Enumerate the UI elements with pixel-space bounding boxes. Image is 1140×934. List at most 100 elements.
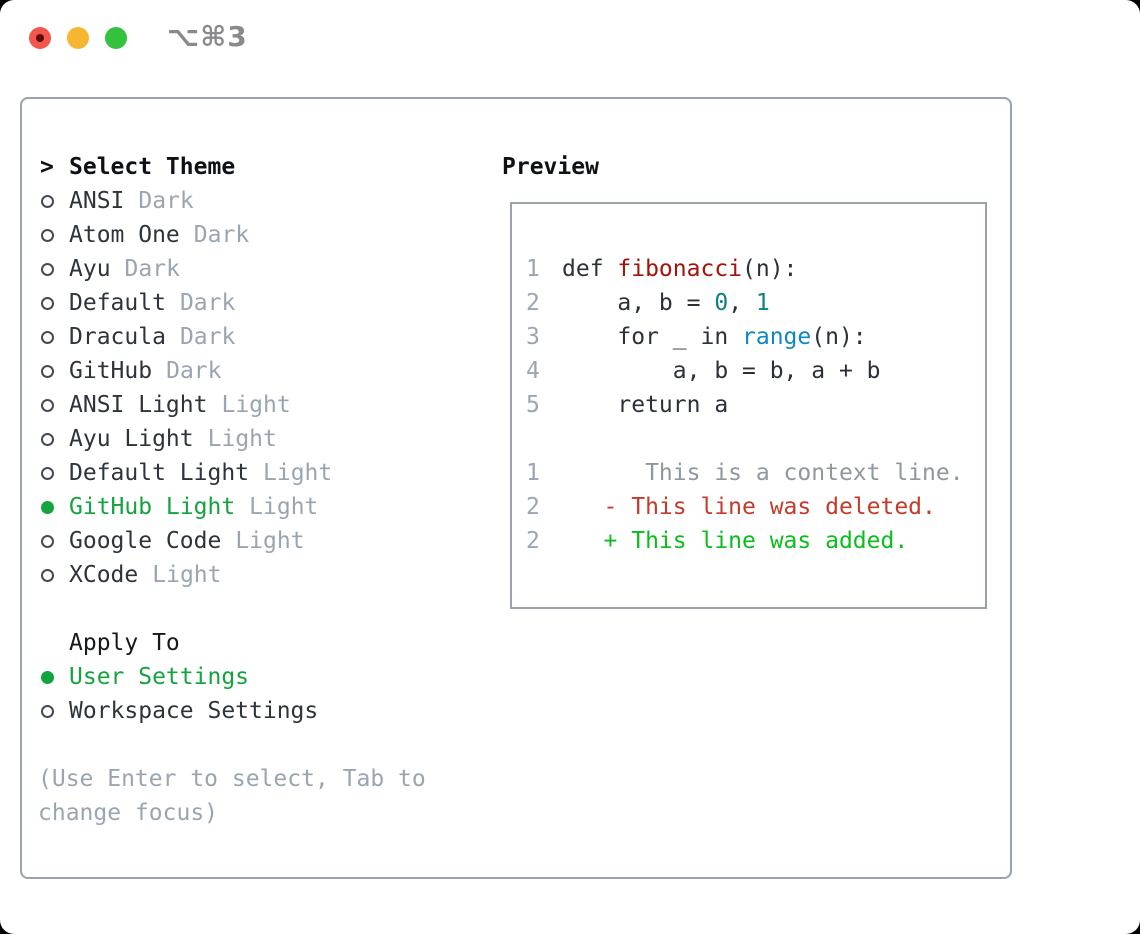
radio-icon — [38, 388, 69, 422]
code-line: 3 for _ in range(n): — [526, 320, 985, 354]
radio-icon — [38, 456, 69, 490]
radio-icon — [38, 184, 69, 218]
theme-variant: Light — [207, 426, 277, 452]
theme-name: Dracula — [69, 324, 166, 350]
line-number: 1 — [526, 256, 540, 282]
theme-variant: Dark — [179, 290, 236, 316]
line-number: 5 — [526, 392, 540, 418]
radio-icon — [38, 524, 69, 558]
theme-name: ANSI Light — [69, 392, 208, 418]
close-button[interactable] — [29, 27, 51, 49]
radio-icon — [38, 694, 69, 728]
spacer — [38, 728, 488, 762]
theme-variant: Light — [152, 562, 222, 588]
code-line — [526, 422, 985, 456]
theme-name: Default Light — [69, 460, 250, 486]
theme-option[interactable]: GitHub Light Light — [38, 490, 488, 524]
radio-icon — [38, 354, 69, 388]
apply-to-option[interactable]: Workspace Settings — [38, 694, 488, 728]
code-line: 5 return a — [526, 388, 985, 422]
radio-icon — [38, 218, 69, 252]
theme-name: GitHub Light — [69, 494, 236, 520]
code-token: 0 — [714, 290, 729, 316]
select-theme-title: Select Theme — [69, 154, 236, 180]
theme-option[interactable]: Default Dark — [38, 286, 488, 320]
radio-icon — [38, 558, 69, 592]
line-number: 4 — [526, 358, 540, 384]
spacer — [38, 592, 488, 626]
theme-option[interactable]: Default Light Light — [38, 456, 488, 490]
code-token: def — [562, 256, 618, 282]
help-text-line-1: (Use Enter to select, Tab to — [38, 766, 426, 792]
help-text-line-2: change focus) — [38, 800, 219, 826]
preview-header: Preview — [502, 154, 599, 180]
radio-icon — [38, 286, 69, 320]
code-token: This is a context line. — [562, 460, 964, 486]
theme-variant: Light — [235, 528, 305, 554]
focus-chevron-icon: > — [40, 154, 54, 180]
title-bar: ⌥⌘3 — [0, 0, 1140, 75]
code-token: (n): — [742, 256, 798, 282]
code-line: 2 + This line was added. — [526, 524, 985, 558]
theme-name: Google Code — [69, 528, 222, 554]
theme-name: Default — [69, 290, 166, 316]
theme-option[interactable]: Google Code Light — [38, 524, 488, 558]
apply-to-title: Apply To — [69, 630, 180, 656]
line-number: 2 — [526, 494, 540, 520]
line-number: 3 — [526, 324, 540, 350]
line-number: 2 — [526, 528, 540, 554]
code-line: 4 a, b = b, a + b — [526, 354, 985, 388]
window-title: ⌥⌘3 — [167, 20, 248, 53]
theme-option[interactable]: Ayu Dark — [38, 252, 488, 286]
select-theme-header: > Select Theme — [38, 150, 488, 184]
theme-option[interactable]: XCode Light — [38, 558, 488, 592]
code-token: for _ in — [562, 324, 743, 350]
theme-variant: Light — [249, 494, 319, 520]
code-token: fibonacci — [617, 256, 743, 282]
apply-to-indent — [38, 626, 69, 660]
code-line: 2 a, b = 0, 1 — [526, 286, 985, 320]
theme-name: Atom One — [69, 222, 180, 248]
theme-variant: Dark — [124, 256, 180, 282]
apply-to-option[interactable]: User Settings — [38, 660, 488, 694]
theme-variant: Dark — [193, 222, 250, 248]
radio-icon — [38, 490, 69, 524]
traffic-lights — [29, 27, 127, 49]
theme-option[interactable]: Dracula Dark — [38, 320, 488, 354]
apply-to-name: User Settings — [69, 664, 250, 690]
code-token: return a — [562, 392, 729, 418]
line-number: 1 — [526, 460, 540, 486]
minimize-button[interactable] — [67, 27, 89, 49]
theme-variant: Light — [263, 460, 333, 486]
line-number: 2 — [526, 290, 540, 316]
code-token: a, b = b, a + b — [562, 358, 881, 384]
code-token: - This line was deleted. — [562, 494, 936, 520]
code-token: , — [728, 290, 756, 316]
theme-name: GitHub — [69, 358, 153, 384]
theme-option[interactable]: GitHub Dark — [38, 354, 488, 388]
zoom-button[interactable] — [105, 27, 127, 49]
apply-to-list: User Settings Workspace Settings — [38, 660, 488, 728]
code-line: 1 def fibonacci(n): — [526, 252, 985, 286]
theme-variant: Dark — [166, 358, 222, 384]
code-token: range — [742, 324, 812, 350]
radio-icon — [38, 320, 69, 354]
theme-name: XCode — [69, 562, 139, 588]
theme-name: Ayu — [69, 256, 111, 282]
code-token: 1 — [755, 290, 770, 316]
apply-to-name: Workspace Settings — [69, 698, 319, 724]
theme-option[interactable]: Atom One Dark — [38, 218, 488, 252]
radio-icon — [38, 660, 69, 694]
apply-to-header: Apply To — [38, 626, 488, 660]
theme-variant: Dark — [179, 324, 236, 350]
code-line: 1 This is a context line. — [526, 456, 985, 490]
code-token: a, b = — [562, 290, 715, 316]
